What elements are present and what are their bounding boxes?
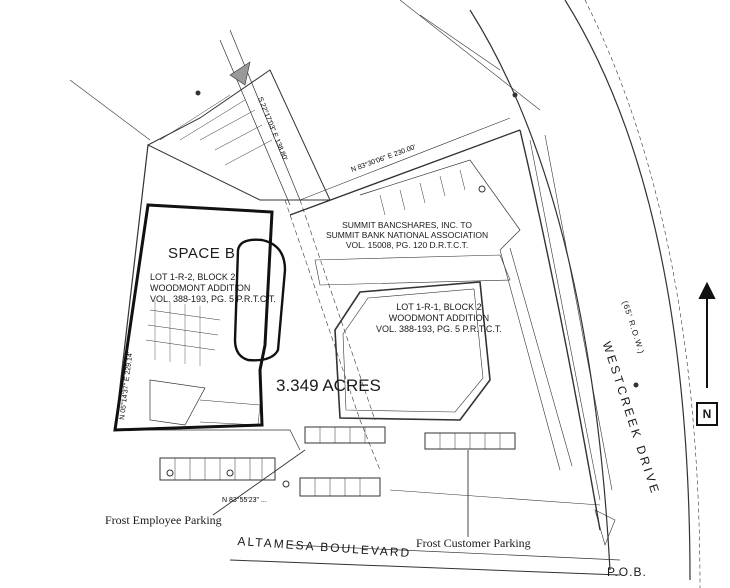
north-arrow — [698, 281, 716, 388]
north-label: N — [696, 402, 718, 426]
customer-parking-label: Frost Customer Parking — [416, 536, 531, 550]
lot-south-label: LOT 1-R-2, BLOCK 2 WOODMONT ADDITION VOL… — [150, 272, 276, 304]
space-b-label: SPACE B — [168, 245, 236, 262]
lot-north-label: LOT 1-R-1, BLOCK 2 WOODMONT ADDITION VOL… — [376, 302, 502, 334]
pob-label: P.O.B. — [607, 565, 647, 579]
bearing-northwest-label: S 22°17'03" E 138.80' — [256, 96, 289, 162]
drive-through-island — [233, 238, 287, 362]
bearing-south-label: N 83°55'23" ... — [222, 496, 267, 504]
space-b-boundary — [113, 203, 274, 432]
owner-note: SUMMIT BANCSHARES, INC. TO SUMMIT BANK N… — [326, 220, 489, 250]
acreage-label: 3.349 ACRES — [276, 376, 381, 395]
employee-parking-label: Frost Employee Parking — [105, 513, 222, 527]
